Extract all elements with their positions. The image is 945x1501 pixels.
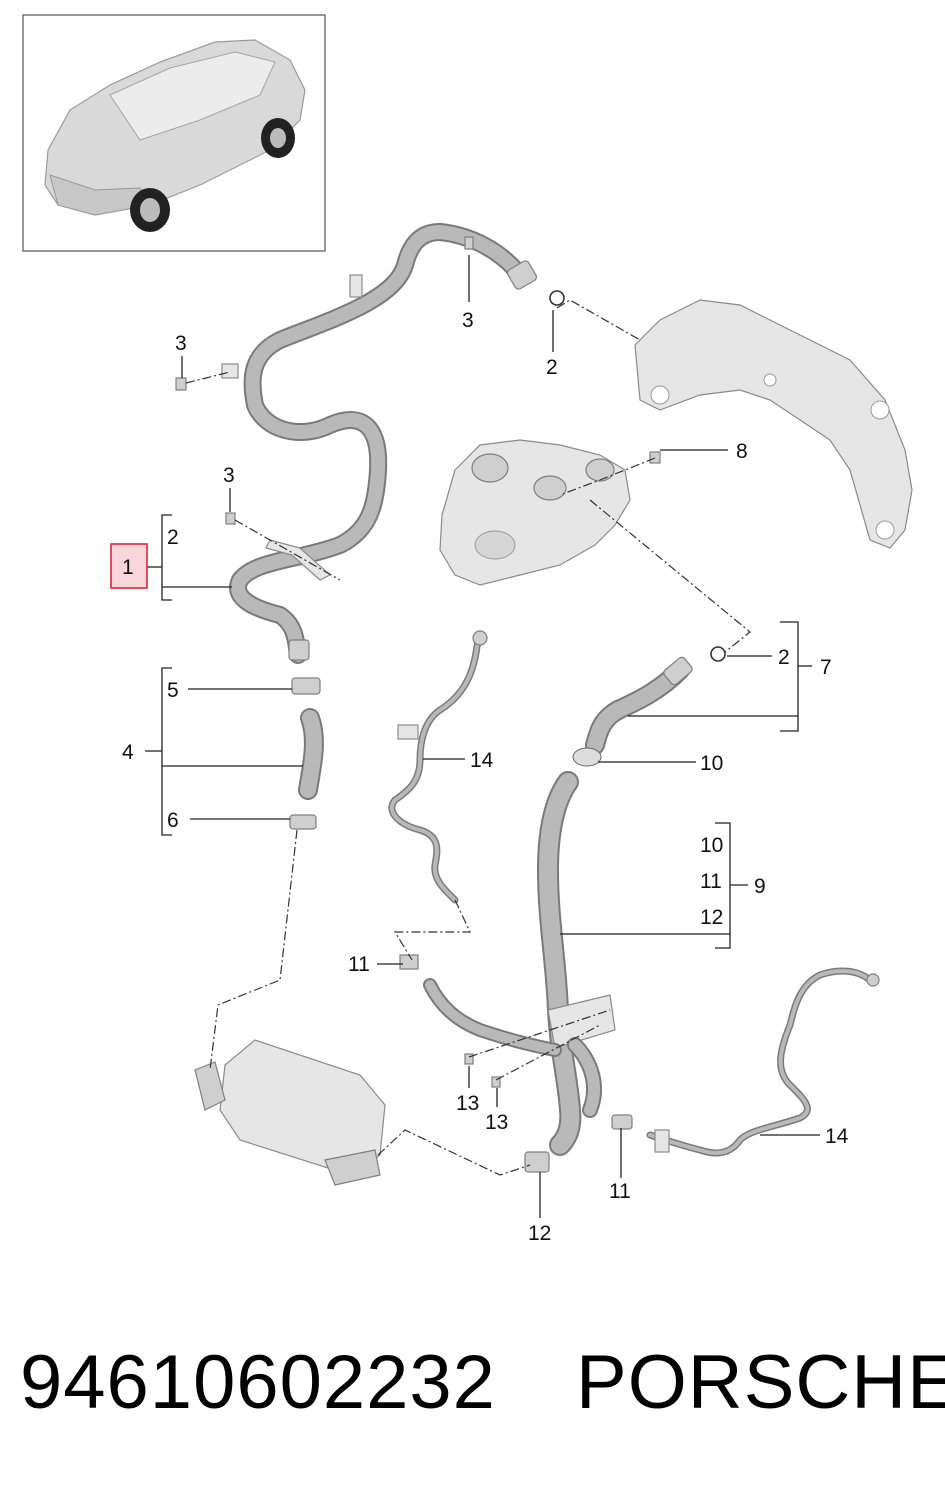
part-number: 94610602232 <box>20 1340 496 1425</box>
hose-group-4 <box>289 677 324 830</box>
callout-2-top: 2 <box>546 356 558 379</box>
assembly-lines <box>185 299 751 1176</box>
callout-6: 6 <box>167 809 179 832</box>
callout-11-left: 11 <box>348 953 370 976</box>
water-manifold <box>634 299 913 549</box>
callout-2-left: 2 <box>167 526 179 549</box>
callout-10-right: 10 <box>700 752 723 775</box>
callout-10-bracket: 10 <box>700 834 723 857</box>
vehicle-inset <box>22 14 326 252</box>
coolant-line-14-right <box>646 967 880 1157</box>
callout-12-bracket: 12 <box>700 906 723 929</box>
water-pump <box>439 439 631 586</box>
callout-13-right: 13 <box>485 1111 508 1134</box>
callout-1: 1 <box>122 556 134 579</box>
hose-7 <box>572 656 693 767</box>
leader-lines <box>145 255 820 1218</box>
hose-9 <box>537 771 616 1156</box>
callout-12-lower: 12 <box>528 1222 551 1245</box>
callout-3-left: 3 <box>175 332 187 355</box>
callout-5: 5 <box>167 679 179 702</box>
callout-4: 4 <box>122 741 134 764</box>
callout-11-bracket: 11 <box>700 870 722 893</box>
coolant-line-14-center <box>388 630 488 904</box>
brand-name: PORSCHE <box>576 1340 945 1425</box>
highlight-box-part-1 <box>110 543 148 589</box>
oil-cooler <box>194 1039 633 1186</box>
upper-coolant-hose <box>221 223 538 664</box>
callout-14-center: 14 <box>470 749 494 772</box>
callout-13-left: 13 <box>456 1092 479 1115</box>
hose-lower-left <box>399 954 562 1057</box>
callout-11-lower: 11 <box>609 1180 631 1203</box>
bolts <box>175 236 726 1088</box>
callout-8: 8 <box>736 440 748 463</box>
callout-14-right: 14 <box>825 1125 849 1148</box>
callout-3-mid: 3 <box>223 464 235 487</box>
callout-labels: 1 2 2 2 3 3 3 4 5 6 7 8 9 10 10 11 11 11… <box>122 309 849 1245</box>
car-illustration <box>44 39 306 232</box>
callout-7: 7 <box>820 656 832 679</box>
callout-3-top: 3 <box>462 309 474 332</box>
callout-9: 9 <box>754 875 766 898</box>
callout-2-right: 2 <box>778 646 790 669</box>
